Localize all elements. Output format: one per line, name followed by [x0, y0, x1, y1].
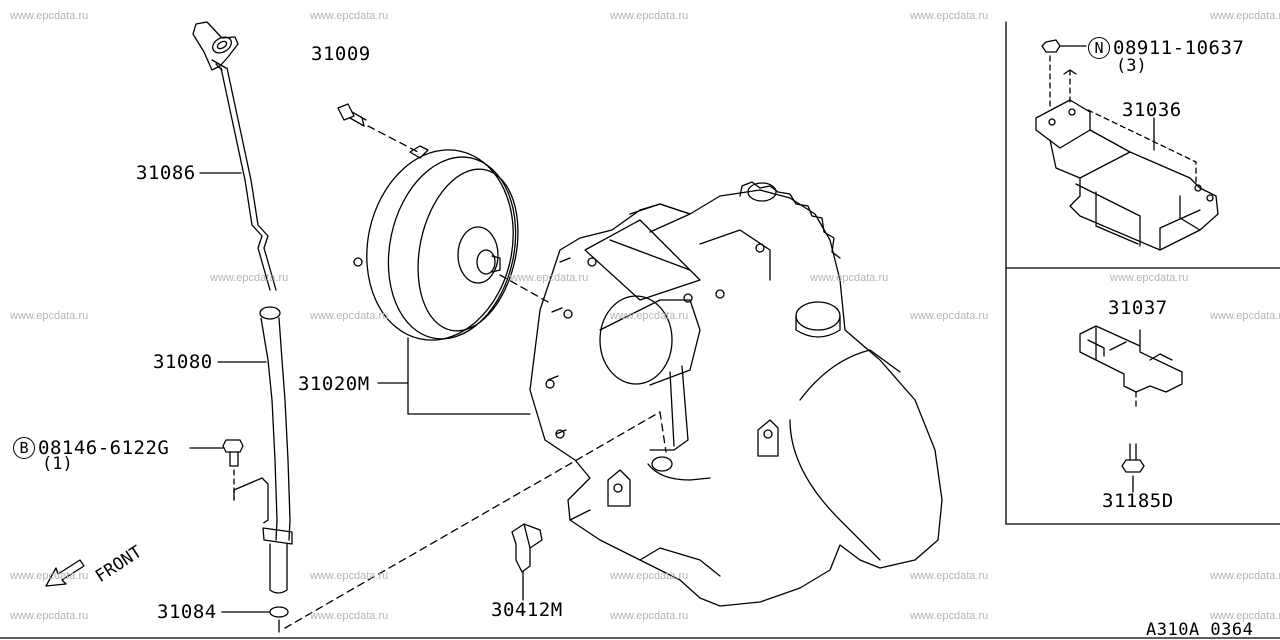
label-31080: 31080	[153, 351, 213, 373]
watermark-text: www.epcdata.ru	[610, 610, 689, 622]
inset-frames	[0, 21, 1280, 639]
label-nut-code: 08911-10637	[1113, 37, 1245, 59]
nut-prefix-badge: N	[1088, 37, 1110, 59]
clip-30412M	[511, 523, 543, 601]
watermark-text: www.epcdata.ru	[510, 272, 589, 284]
diagram-code: A310A 0364	[1146, 620, 1254, 640]
front-arrow	[45, 559, 85, 587]
watermark-text: www.epcdata.ru	[1110, 272, 1189, 284]
label-31009: 31009	[311, 43, 371, 65]
label-31036: 31036	[1122, 99, 1182, 121]
watermark-text: www.epcdata.ru	[1210, 610, 1280, 622]
watermark-text: www.epcdata.ru	[610, 310, 689, 322]
label-30412M: 30412M	[491, 599, 563, 621]
label-bolt-qty: (1)	[42, 454, 73, 474]
watermark-text: www.epcdata.ru	[210, 272, 289, 284]
watermark-text: www.epcdata.ru	[1210, 570, 1280, 582]
o-ring-31084	[221, 411, 667, 633]
sensor-31037	[1079, 325, 1183, 493]
guide-tube-31080	[217, 306, 293, 594]
torque-converter	[353, 145, 531, 415]
watermark-text: www.epcdata.ru	[610, 10, 689, 22]
watermark-text: www.epcdata.ru	[910, 570, 989, 582]
watermark-text: www.epcdata.ru	[310, 310, 389, 322]
dipstick-31086	[192, 21, 277, 291]
bolt-prefix-badge: B	[13, 437, 35, 459]
label-31020M: 31020M	[298, 373, 370, 395]
bracket-31036	[1035, 39, 1219, 251]
label-bolt-code: 08146-6122G	[38, 437, 170, 459]
watermark-text: www.epcdata.ru	[310, 10, 389, 22]
transmission-case	[529, 181, 943, 607]
watermark-text: www.epcdata.ru	[610, 570, 689, 582]
label-31185D: 31185D	[1102, 490, 1174, 512]
watermark-text: www.epcdata.ru	[910, 10, 989, 22]
label-nut-qty: (3)	[1116, 56, 1147, 76]
watermark-text: www.epcdata.ru	[310, 610, 389, 622]
watermark-text: www.epcdata.ru	[310, 570, 389, 582]
watermark-text: www.epcdata.ru	[10, 310, 89, 322]
watermark-text: www.epcdata.ru	[810, 272, 889, 284]
label-31084: 31084	[157, 601, 217, 623]
watermark-text: www.epcdata.ru	[10, 570, 89, 582]
label-31086: 31086	[136, 162, 196, 184]
watermark-text: www.epcdata.ru	[910, 310, 989, 322]
watermark-text: www.epcdata.ru	[10, 10, 89, 22]
bolt-31009	[337, 103, 549, 303]
watermark-text: www.epcdata.ru	[1210, 310, 1280, 322]
label-31037: 31037	[1108, 297, 1168, 319]
watermark-text: www.epcdata.ru	[1210, 10, 1280, 22]
bolt-08146	[189, 439, 244, 501]
watermark-text: www.epcdata.ru	[910, 610, 989, 622]
watermark-text: www.epcdata.ru	[10, 610, 89, 622]
